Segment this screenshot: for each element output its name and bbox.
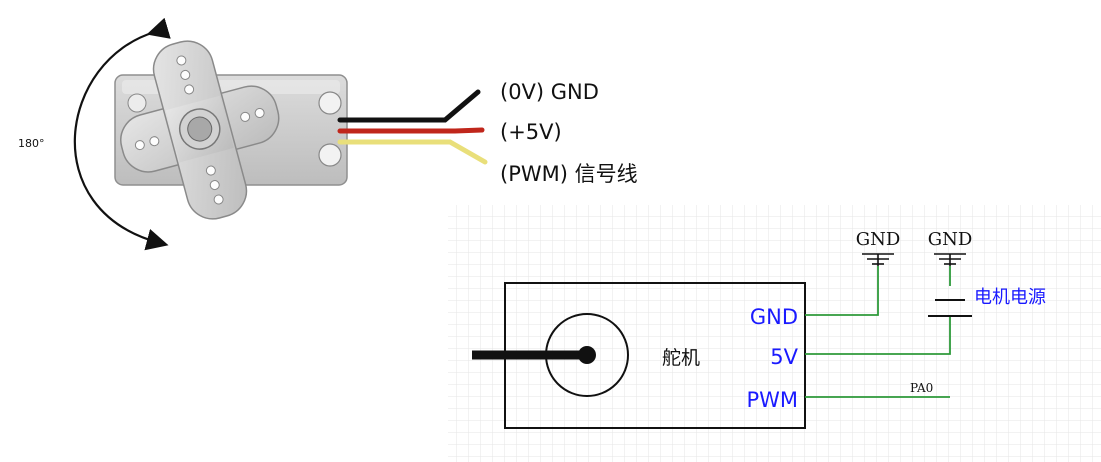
wire-5v [337, 127, 485, 134]
net-5v [805, 316, 951, 355]
pin-label-pwm: PWM [746, 388, 798, 412]
servo-shaft-center [578, 346, 596, 364]
schematic: 舵机 GND 5V PWM GND GND [448, 205, 1101, 462]
ground-label-2: GND [928, 229, 973, 250]
schematic-wires [805, 266, 951, 398]
rotation-arrow [73, 17, 171, 251]
power-source-label: 电机电源 [974, 287, 1046, 308]
power-source-symbol [928, 299, 972, 317]
servo-wires [337, 89, 488, 165]
component-label: 舵机 [662, 347, 700, 369]
pin-label-gnd: GND [750, 305, 798, 329]
schematic-grid [448, 205, 1101, 462]
wire-label-pwm: (PWM) 信号线 [500, 162, 638, 186]
ground-symbol-1 [862, 253, 894, 266]
pin-label-5v: 5V [770, 345, 798, 369]
ground-label-1: GND [856, 229, 901, 250]
wire-gnd [337, 89, 481, 123]
ground-symbol-2 [934, 253, 966, 266]
wire-label-gnd: (0V) GND [500, 80, 599, 104]
wire-pwm [337, 139, 488, 165]
wire-label-5v: (+5V) [500, 120, 562, 144]
servo-illustration: 180° [18, 17, 638, 251]
servo-horn [120, 40, 280, 220]
net-label-pa0: PA0 [910, 381, 933, 395]
rotation-label: 180° [18, 137, 45, 150]
net-gnd [805, 266, 879, 316]
